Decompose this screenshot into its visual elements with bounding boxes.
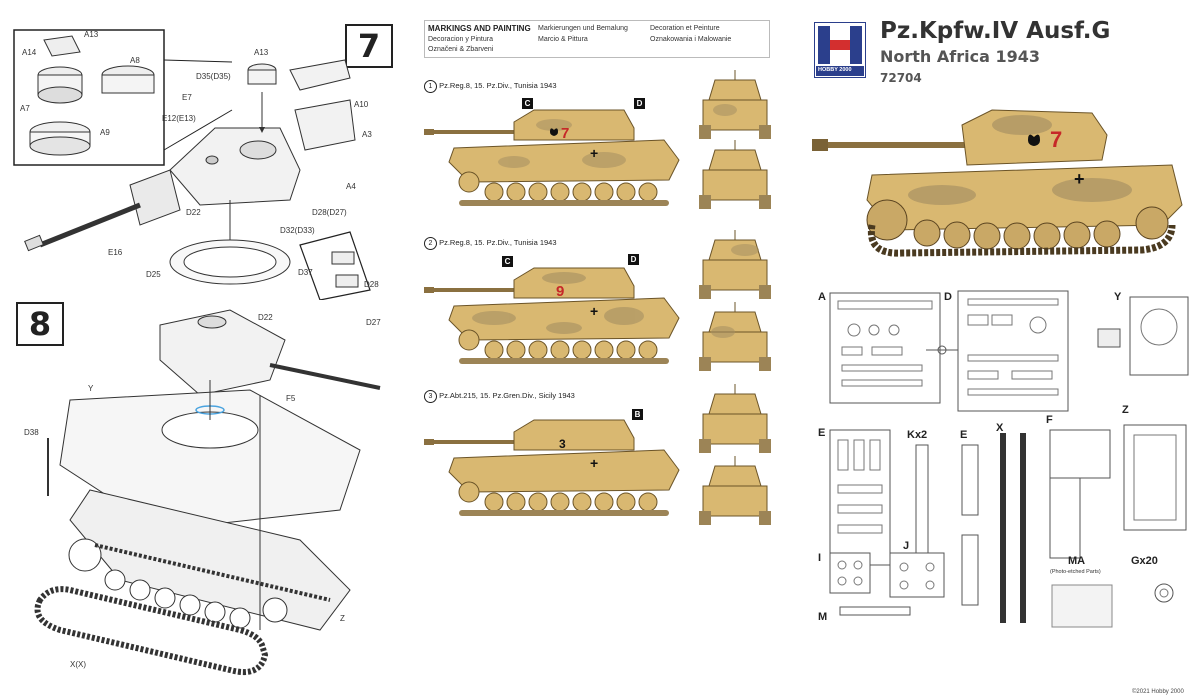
part-label-a14: A14 bbox=[22, 48, 37, 57]
part-label-d27: D27 bbox=[366, 318, 381, 327]
part-label-d38: D38 bbox=[24, 428, 39, 437]
markings-header-fr: Decoration et Peinture bbox=[650, 25, 720, 32]
part-label-e16: E16 bbox=[108, 248, 123, 257]
sprue-label-ma: MA bbox=[1068, 555, 1086, 567]
product-title: Pz.Kpfw.IV Ausf.G bbox=[880, 18, 1111, 44]
part-label-d28-d27: D28(D27) bbox=[312, 208, 347, 217]
part-label-a13-inset: A13 bbox=[84, 30, 99, 39]
part-label-z-step8: Z bbox=[340, 614, 345, 623]
option-number-3: 3 bbox=[424, 390, 437, 403]
color-code-c-2: C bbox=[502, 256, 513, 267]
color-code-c-1: C bbox=[522, 98, 533, 109]
markings-header-it: Marcio & Pittura bbox=[538, 36, 588, 43]
markings-header-cz: Označeni & Zbarveni bbox=[428, 46, 494, 53]
part-label-a8: A8 bbox=[130, 56, 140, 65]
sprue-label-e-second: E bbox=[960, 429, 968, 441]
part-label-x: X(X) bbox=[70, 660, 86, 669]
tank-profile-option-3: 3 + bbox=[424, 418, 681, 518]
color-code-d-1: D bbox=[634, 98, 645, 109]
copyright: ©2021 Hobby 2000 bbox=[1132, 689, 1184, 695]
tank-profile-option-1: 7 + bbox=[424, 109, 680, 206]
logo-brand-text: HOBBY 2000 bbox=[818, 67, 852, 73]
part-label-a9: A9 bbox=[100, 128, 110, 137]
step-7-number: 7 bbox=[345, 24, 393, 68]
sprue-label-z: Z bbox=[1122, 404, 1129, 416]
sprue-label-y: Y bbox=[1114, 291, 1122, 303]
markings-header-es: Decoracion y Pintura bbox=[428, 36, 493, 43]
part-label-e12: E12(E13) bbox=[162, 114, 196, 123]
sprue-layout bbox=[829, 290, 1189, 628]
option-unit-1: Pz.Reg.8, 15. Pz.Div., Tunisia 1943 bbox=[439, 81, 557, 90]
svg-text:7: 7 bbox=[1050, 127, 1062, 152]
part-label-y-step8: Y bbox=[88, 384, 94, 393]
hobby2000-logo bbox=[814, 22, 866, 78]
sprue-label-j: J bbox=[903, 540, 910, 552]
product-code: 72704 bbox=[880, 71, 922, 85]
step-8-number: 8 bbox=[16, 302, 64, 346]
sprue-label-a: A bbox=[818, 291, 826, 303]
part-label-d35: D35(D35) bbox=[196, 72, 231, 81]
part-label-a13: A13 bbox=[254, 48, 269, 57]
step-7-assembly-drawing bbox=[13, 29, 371, 300]
color-code-d-2: D bbox=[628, 254, 639, 265]
sprue-label-f: F bbox=[1046, 414, 1053, 426]
front-rear-views bbox=[698, 70, 772, 526]
markings-header-en: MARKINGS AND PAINTING bbox=[428, 24, 531, 33]
tank-profile-option-2: 9 + bbox=[424, 266, 681, 366]
svg-text:+: + bbox=[590, 145, 598, 161]
step-8-assembly-drawing bbox=[34, 309, 381, 676]
turret-number-option-1: 7 bbox=[561, 125, 569, 142]
sprue-label-i: I bbox=[818, 552, 822, 564]
product-subtitle: North Africa 1943 bbox=[880, 47, 1040, 66]
markings-header-de: Markierungen und Bemalung bbox=[538, 25, 628, 32]
option-number-2: 2 bbox=[424, 237, 437, 250]
sprue-label-kx2: Kx2 bbox=[907, 429, 928, 441]
part-label-e7: E7 bbox=[182, 93, 192, 102]
option-unit-2: Pz.Reg.8, 15. Pz.Div., Tunisia 1943 bbox=[439, 238, 557, 247]
sprue-label-gx20: Gx20 bbox=[1131, 555, 1158, 567]
part-label-a3: A3 bbox=[362, 130, 372, 139]
sprue-label-e: E bbox=[818, 427, 826, 439]
part-label-d37: D37 bbox=[298, 268, 313, 277]
svg-text:+: + bbox=[590, 455, 598, 471]
marking-option-3: 3 Pz.Abt.215, 15. Pz.Gren.Div., Sicily 1… bbox=[424, 390, 575, 403]
part-label-d22-step8: D22 bbox=[258, 313, 273, 322]
part-label-a10: A10 bbox=[354, 100, 369, 109]
part-label-d28: D28 bbox=[364, 280, 379, 289]
option-unit-3: Pz.Abt.215, 15. Pz.Gren.Div., Sicily 194… bbox=[439, 391, 575, 400]
color-code-b-3: B bbox=[632, 409, 643, 420]
sprue-label-ma-sub: (Photo-etched Parts) bbox=[1050, 569, 1101, 575]
tank-render: 7 + bbox=[812, 109, 1183, 257]
marking-option-1: 1 Pz.Reg.8, 15. Pz.Div., Tunisia 1943 bbox=[424, 80, 557, 93]
svg-text:+: + bbox=[1074, 169, 1085, 189]
part-label-f5: F5 bbox=[286, 394, 296, 403]
markings-header-pl: Oznakowania i Malowanie bbox=[650, 36, 732, 43]
part-label-d32: D32(D33) bbox=[280, 226, 315, 235]
part-label-d25: D25 bbox=[146, 270, 161, 279]
part-label-a4: A4 bbox=[346, 182, 356, 191]
markings-header-box bbox=[424, 20, 770, 58]
turret-number-option-3: 3 bbox=[559, 437, 566, 451]
part-label-d22: D22 bbox=[186, 208, 201, 217]
turret-number-option-2: 9 bbox=[556, 283, 564, 300]
option-number-1: 1 bbox=[424, 80, 437, 93]
part-label-a7: A7 bbox=[20, 104, 30, 113]
svg-text:+: + bbox=[590, 303, 598, 319]
sprue-label-m: M bbox=[818, 611, 828, 623]
marking-option-2: 2 Pz.Reg.8, 15. Pz.Div., Tunisia 1943 bbox=[424, 237, 557, 250]
sprue-label-d: D bbox=[944, 291, 952, 303]
sprue-label-x: X bbox=[996, 422, 1004, 434]
